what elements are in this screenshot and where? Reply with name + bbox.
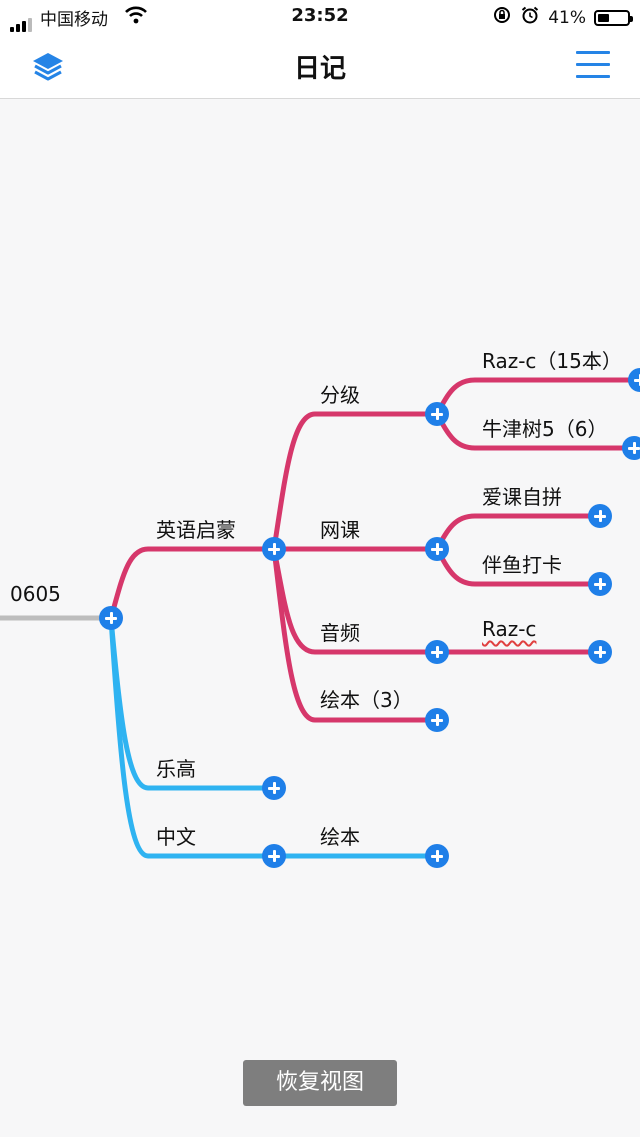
- node-banyu[interactable]: 伴鱼打卡: [482, 553, 562, 577]
- page-title: 日记: [293, 54, 346, 84]
- expand-chinese-books-button[interactable]: [425, 844, 449, 868]
- alarm-icon: [520, 5, 540, 30]
- wifi-icon: [124, 5, 148, 30]
- mindmap-canvas[interactable]: 0605 英语启蒙 分级 Raz-c（15本） 牛津树5（6） 网课 爱课自拼 …: [0, 99, 640, 1137]
- expand-lego-button[interactable]: [262, 776, 286, 800]
- expand-online-button[interactable]: [425, 537, 449, 561]
- node-audio-raz[interactable]: Raz-c: [482, 617, 537, 641]
- status-bar: 中国移动 23:52 41%: [0, 0, 640, 34]
- rotation-lock-icon: [492, 5, 512, 30]
- expand-banyu-button[interactable]: [588, 572, 612, 596]
- expand-root-button[interactable]: [99, 606, 123, 630]
- node-leveled[interactable]: 分级: [320, 383, 360, 407]
- node-oxford[interactable]: 牛津树5（6）: [482, 417, 608, 441]
- node-picture-books[interactable]: 绘本（3）: [320, 688, 413, 712]
- node-chinese-books[interactable]: 绘本: [320, 825, 360, 849]
- node-raz15[interactable]: Raz-c（15本）: [482, 349, 622, 373]
- carrier-name: 中国移动: [40, 10, 108, 30]
- expand-aike-button[interactable]: [588, 504, 612, 528]
- connector-aike: [434, 513, 603, 552]
- battery-percent: 41%: [548, 7, 586, 28]
- restore-view-button[interactable]: 恢复视图: [243, 1060, 397, 1106]
- expand-english-button[interactable]: [262, 537, 286, 561]
- connector-picture-books: [271, 546, 440, 723]
- node-lego[interactable]: 乐高: [156, 757, 196, 781]
- connector-english: [108, 546, 277, 621]
- connector-raz15: [434, 377, 640, 417]
- expand-audio-raz-button[interactable]: [588, 640, 612, 664]
- node-online[interactable]: 网课: [320, 518, 360, 542]
- connector-leveled: [271, 411, 440, 552]
- expand-audio-button[interactable]: [425, 640, 449, 664]
- expand-raz15-button[interactable]: [628, 368, 640, 392]
- nav-bar: 日记: [0, 34, 640, 99]
- connector-chinese: [108, 615, 277, 859]
- expand-oxford-button[interactable]: [622, 436, 640, 460]
- clock-time: 23:52: [291, 5, 349, 26]
- expand-leveled-button[interactable]: [425, 402, 449, 426]
- node-root[interactable]: 0605: [10, 582, 61, 606]
- expand-picture-books-button[interactable]: [425, 708, 449, 732]
- expand-chinese-button[interactable]: [262, 844, 286, 868]
- node-aike[interactable]: 爱课自拼: [482, 485, 562, 509]
- node-chinese[interactable]: 中文: [156, 825, 196, 849]
- battery-icon: [594, 9, 633, 26]
- node-english[interactable]: 英语启蒙: [156, 518, 236, 542]
- node-audio[interactable]: 音频: [320, 621, 360, 645]
- menu-icon[interactable]: [576, 51, 610, 81]
- layers-icon[interactable]: [30, 49, 66, 85]
- signal-icon: [10, 12, 34, 32]
